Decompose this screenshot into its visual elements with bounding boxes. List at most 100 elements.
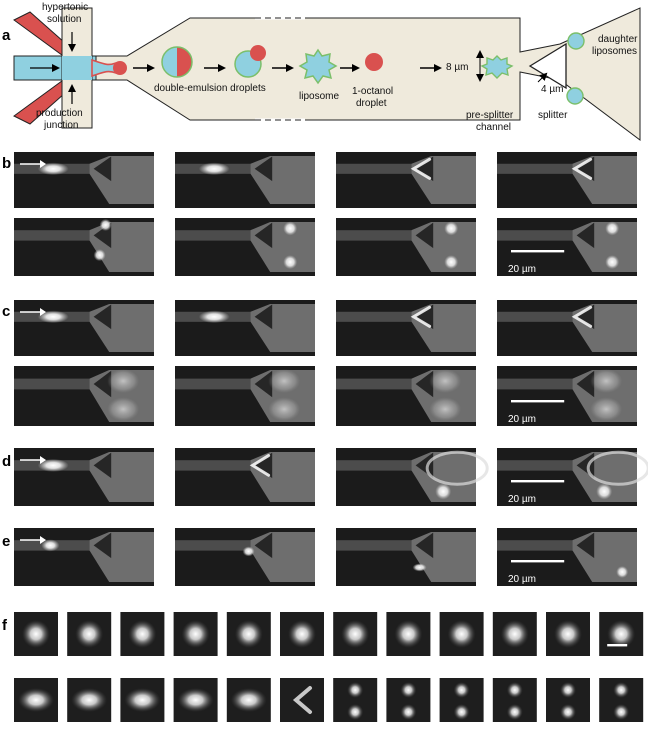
daughter-liposome [444, 255, 459, 270]
splitter-post [576, 370, 595, 398]
panel-label-b: b [2, 155, 11, 172]
daughter-liposome [567, 32, 585, 50]
daughter-liposome [268, 369, 301, 393]
liposome-tile [386, 612, 431, 656]
liposome-blob [37, 162, 69, 176]
liposome-tile [67, 678, 112, 722]
liposome-spot [394, 620, 423, 648]
liposome-spot [75, 620, 104, 648]
liposome-blob [41, 539, 60, 552]
micrograph-frame [175, 528, 315, 586]
liposome-presplitter [480, 55, 514, 79]
liposome-spot [554, 620, 582, 648]
scalebar [607, 644, 628, 647]
label-octanol: 1-octanol [352, 86, 393, 97]
micrograph-frame [497, 300, 637, 356]
daughter-spot [400, 704, 417, 720]
panel-label-f: f [2, 617, 8, 634]
label-double-emulsion: double-emulsion droplets [154, 83, 266, 94]
channel [497, 378, 577, 390]
scalebar [511, 250, 565, 253]
channel [497, 163, 577, 174]
daughter-spot [506, 682, 523, 698]
daughter-spot [453, 704, 470, 720]
micrograph-frame [14, 528, 154, 586]
liposome-spot [177, 688, 214, 712]
micrograph-frame [175, 300, 315, 356]
micrograph-frame [497, 528, 637, 586]
liposome-ring [425, 450, 489, 486]
liposome-tile [439, 678, 484, 722]
splitter-post [415, 156, 434, 182]
splitter-post [254, 452, 273, 479]
channel [175, 378, 255, 390]
daughter-liposome [590, 397, 623, 422]
liposome-tile [226, 678, 271, 722]
daughter-liposome [590, 369, 623, 393]
liposome-tile [599, 612, 644, 656]
liposome-spot [230, 688, 267, 712]
splitter-post [576, 304, 595, 330]
liposome-blob [37, 310, 69, 324]
splitter-post [576, 222, 595, 249]
arrow-right-icon [40, 456, 46, 464]
liposome-tile [120, 678, 165, 722]
liposome-spot [288, 620, 316, 648]
splitter-post [415, 532, 434, 559]
channel [336, 540, 416, 551]
label-splitter-gap: 4 µm [541, 84, 563, 95]
arrow-right-icon [40, 160, 46, 168]
scalebar-label-b: 20 µm [508, 264, 536, 275]
liposome-spot [607, 620, 636, 648]
scalebar-label-f: 10 µm [606, 660, 634, 671]
label-splitter: splitter [538, 110, 568, 121]
liposome-spot [18, 688, 54, 712]
scalebar-label-c: 20 µm [508, 414, 536, 425]
liposome-tile [280, 612, 324, 656]
liposome-spot [22, 620, 50, 648]
micrograph-frame [336, 152, 476, 208]
micrograph-frame [497, 448, 648, 506]
dewetting-droplet [234, 45, 266, 78]
micrograph-frame [497, 218, 637, 276]
splitter-triangle [528, 42, 567, 90]
daughter-liposome [435, 483, 452, 500]
tile-background [280, 678, 324, 722]
daughter-liposome [268, 397, 301, 422]
liposome-tile [226, 612, 271, 656]
micrograph-frame [175, 366, 315, 426]
splitter-post [254, 532, 273, 559]
daughter-spot [613, 704, 630, 720]
micrograph-frame [336, 448, 489, 506]
micrograph-frame [14, 448, 154, 506]
splitter-post [93, 452, 112, 479]
liposome-tile [546, 678, 590, 722]
micrograph-frame [336, 300, 476, 356]
arrow-right-icon [40, 308, 46, 316]
daughter-liposome [107, 397, 140, 422]
liposome-tile [492, 612, 537, 656]
daughter-liposome [429, 369, 462, 393]
liposome-tile [67, 612, 112, 656]
daughter-liposome [107, 369, 140, 393]
micrograph-frame [14, 366, 154, 426]
label-presplitter: pre-splitter [466, 110, 514, 121]
daughter-spot [400, 682, 417, 698]
label-liposome: liposome [299, 91, 339, 102]
channel [14, 230, 94, 241]
deforming-liposome [571, 157, 593, 180]
scalebar [511, 480, 565, 483]
panel-label-e: e [2, 533, 10, 550]
channel [336, 378, 416, 390]
label-droplet: droplet [356, 98, 387, 109]
micrograph-frame [497, 366, 637, 426]
octanol-droplet [365, 53, 383, 71]
liposome-tile [386, 678, 431, 722]
splitter-post [254, 370, 273, 398]
daughter-spot [560, 704, 576, 720]
daughter-liposome [596, 483, 613, 500]
deforming-liposome [571, 305, 593, 328]
panel-a-schematic: a hypertonic solution production junctio… [2, 2, 641, 141]
micrograph-frame [14, 300, 154, 356]
daughter-spot [613, 682, 630, 698]
